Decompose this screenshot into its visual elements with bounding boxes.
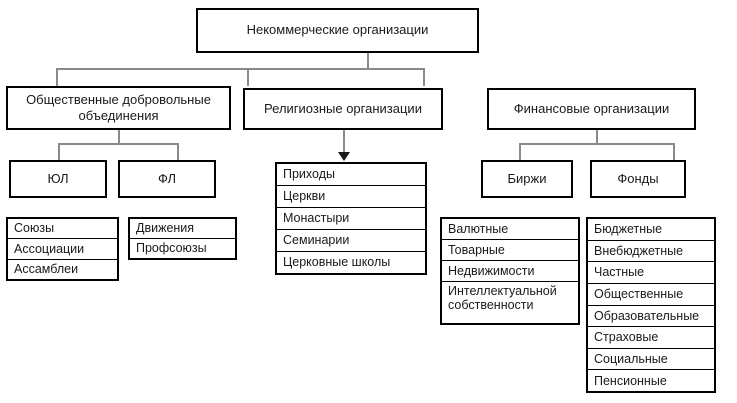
list-item[interactable]: Ассамблеи (14, 262, 79, 277)
arrow-head-religious (338, 152, 350, 161)
list-item[interactable]: Бюджетные (588, 219, 714, 241)
connector-root-bus (56, 68, 424, 70)
connector-root-to-religious (247, 68, 249, 86)
node-religious-organizations-label: Религиозные организации (264, 100, 422, 116)
node-exchanges-label: Биржи (507, 170, 547, 186)
list-item[interactable]: Пенсионные (594, 373, 667, 388)
list-item[interactable]: Интеллектуальной собственности (448, 283, 557, 313)
node-legal-entity-label: ЮЛ (47, 170, 69, 186)
list-item[interactable]: Образовательные (588, 306, 714, 328)
list-item[interactable]: Движения (130, 219, 235, 239)
node-religious-organizations[interactable]: Религиозные организации (243, 88, 443, 130)
connector-financial-bus (519, 143, 674, 145)
connector-public-stem (118, 130, 120, 144)
connector-religious-stem (343, 130, 345, 157)
list-item[interactable]: Профсоюзы (136, 241, 207, 256)
connector-financial-to-exchange (519, 143, 521, 160)
node-public-associations[interactable]: Общественные добровольные объединения (6, 86, 231, 130)
list-item[interactable]: Общественные (588, 284, 714, 306)
connector-financial-stem (596, 130, 598, 144)
list-item[interactable]: Ассоциации (8, 239, 117, 260)
list-item[interactable]: Монастыри (277, 208, 425, 230)
list-item[interactable]: Церкви (277, 186, 425, 208)
list-fund-types: Бюджетные Внебюджетные Частные Обществен… (586, 217, 716, 393)
list-item[interactable]: Семинарии (277, 230, 425, 252)
connector-root-to-public (56, 68, 58, 86)
node-natural-person-label: ФЛ (158, 170, 176, 186)
list-legal-entity-types: Союзы Ассоциации Ассамблеи (6, 217, 119, 281)
list-item[interactable]: Товарные (442, 240, 578, 261)
list-religious-institutions: Приходы Церкви Монастыри Семинарии Церко… (275, 162, 427, 275)
node-exchanges[interactable]: Биржи (481, 160, 573, 198)
node-public-associations-label: Общественные добровольные объединения (26, 91, 211, 123)
node-financial-organizations[interactable]: Финансовые организации (487, 88, 696, 130)
list-item[interactable]: Внебюджетные (588, 241, 714, 263)
node-legal-entity[interactable]: ЮЛ (9, 160, 107, 198)
list-item[interactable]: Церковные школы (283, 255, 391, 270)
node-root[interactable]: Некоммерческие организации (196, 8, 479, 53)
list-item[interactable]: Социальные (588, 349, 714, 371)
node-root-label: Некоммерческие организации (246, 22, 429, 38)
node-funds[interactable]: Фонды (590, 160, 686, 198)
connector-public-to-fl (177, 143, 179, 160)
list-item[interactable]: Приходы (277, 164, 425, 186)
connector-root-to-financial (423, 68, 425, 86)
connector-public-to-ul (58, 143, 60, 160)
list-item[interactable]: Недвижимости (442, 261, 578, 282)
list-exchange-types: Валютные Товарные Недвижимости Интеллект… (440, 217, 580, 325)
connector-financial-to-funds (673, 143, 675, 160)
list-natural-person-types: Движения Профсоюзы (128, 217, 237, 260)
list-item[interactable]: Частные (588, 262, 714, 284)
node-financial-organizations-label: Финансовые организации (513, 100, 670, 116)
list-item[interactable]: Страховые (588, 327, 714, 349)
connector-public-bus (58, 143, 178, 145)
node-funds-label: Фонды (617, 170, 659, 186)
list-item[interactable]: Союзы (8, 219, 117, 240)
list-item[interactable]: Валютные (442, 219, 578, 240)
node-natural-person[interactable]: ФЛ (118, 160, 216, 198)
connector-root-stem (367, 53, 369, 69)
